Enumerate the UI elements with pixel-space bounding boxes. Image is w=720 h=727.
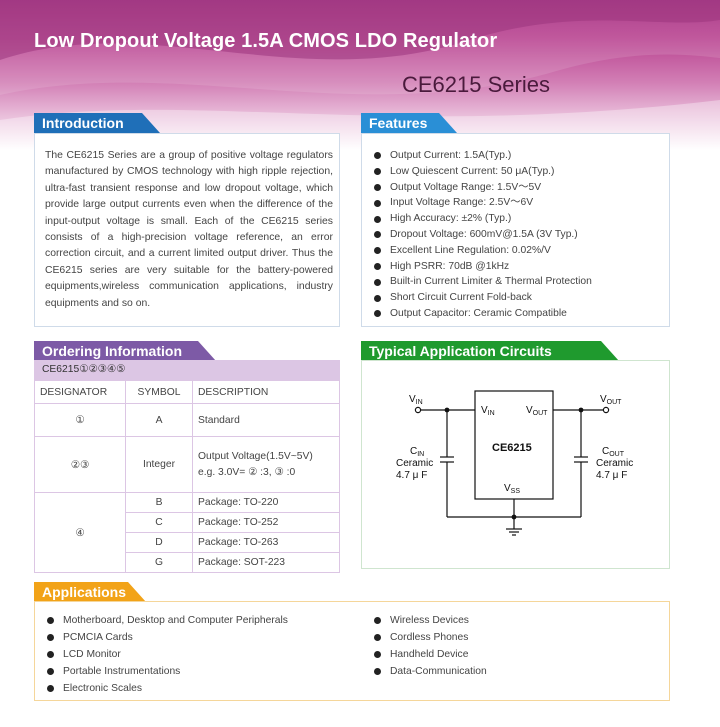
symbol-cell: B: [125, 492, 193, 513]
description-cell: Package: TO-263: [192, 532, 340, 553]
vin-label: VIN: [409, 394, 423, 406]
table-row: G Package: SOT-223: [35, 552, 340, 573]
ordering-panel: CE6215①②③④⑤ DESIGNATOR SYMBOL DESCRIPTIO…: [34, 360, 340, 573]
designator-cell: ②③: [34, 436, 126, 493]
list-item: High Accuracy: ±2% (Typ.): [374, 211, 592, 227]
list-item: Low Quiescent Current: 50 μA(Typ.): [374, 164, 592, 180]
introduction-tab-label: Introduction: [42, 115, 124, 131]
cin-label: CIN: [410, 446, 424, 458]
description-cell: Package: TO-252: [192, 512, 340, 533]
list-item: Excellent Line Regulation: 0.02%/V: [374, 243, 592, 259]
cout-value: 4.7 μ F: [596, 470, 627, 481]
vout-label: VOUT: [600, 394, 622, 406]
designator-cell: ④: [34, 492, 126, 573]
cin-type: Ceramic: [396, 458, 433, 469]
designator-cell: ①: [34, 403, 126, 437]
table-row: ④ B Package: TO-220: [34, 492, 340, 573]
list-item: Output Current: 1.5A(Typ.): [374, 148, 592, 164]
circuit-tab: Typical Application Circuits: [361, 341, 619, 361]
ordering-tab-arrow: [198, 341, 216, 361]
description-cell: Package: TO-220: [192, 492, 340, 513]
description-cell: Output Voltage(1.5V~5V) e.g. 3.0V= ② :3,…: [192, 436, 340, 493]
features-tab: Features: [361, 113, 457, 133]
page-title: Low Dropout Voltage 1.5A CMOS LDO Regula…: [34, 30, 498, 52]
list-item: Cordless Phones: [374, 629, 487, 646]
series-title: CE6215 Series: [402, 72, 550, 97]
circuit-tab-arrow: [601, 341, 619, 361]
circuit-tab-label: Typical Application Circuits: [369, 343, 552, 359]
applications-tab: Applications: [34, 582, 146, 602]
list-item: PCMCIA Cards: [47, 629, 288, 646]
list-item: LCD Monitor: [47, 646, 288, 663]
ordering-code: CE6215①②③④⑤: [34, 360, 340, 380]
features-tab-arrow: [439, 113, 457, 133]
ground-junction: [511, 514, 517, 520]
features-panel: Output Current: 1.5A(Typ.) Low Quiescent…: [361, 133, 670, 327]
applications-list-left: Motherboard, Desktop and Computer Periph…: [47, 612, 288, 697]
circuit-panel: VIN VOUT VIN VOUT VSS CE6215 CIN Ceramic…: [361, 360, 670, 569]
column-header-symbol: SYMBOL: [125, 380, 193, 404]
list-item: Handheld Device: [374, 646, 487, 663]
vin-junction: [444, 407, 450, 413]
vout-terminal: [602, 406, 610, 414]
ordering-tab-label: Ordering Information: [42, 343, 182, 359]
table-row: ②③ Integer Output Voltage(1.5V~5V) e.g. …: [34, 436, 340, 493]
pin-vout-label: VOUT: [526, 405, 548, 417]
list-item: Input Voltage Range: 2.5V～6V: [374, 195, 592, 211]
description-line: Output Voltage(1.5V~5V): [198, 450, 313, 462]
features-tab-label: Features: [369, 115, 428, 131]
applications-list-right: Wireless Devices Cordless Phones Handhel…: [374, 612, 487, 680]
pin-vin-label: VIN: [481, 405, 495, 417]
introduction-tab: Introduction: [34, 113, 160, 133]
cin-value: 4.7 μ F: [396, 470, 427, 481]
list-item: Data-Communication: [374, 663, 487, 680]
symbol-cell: D: [125, 532, 193, 553]
list-item: Motherboard, Desktop and Computer Periph…: [47, 612, 288, 629]
symbol-cell: Integer: [125, 436, 193, 493]
symbol-cell: A: [125, 403, 193, 437]
list-item: Built-in Current Limiter & Thermal Prote…: [374, 274, 592, 290]
description-cell: Standard: [192, 403, 340, 437]
features-list: Output Current: 1.5A(Typ.) Low Quiescent…: [374, 148, 592, 322]
introduction-tab-arrow: [142, 113, 160, 133]
list-item: Short Circuit Current Fold-back: [374, 290, 592, 306]
list-item: Wireless Devices: [374, 612, 487, 629]
ordering-tab: Ordering Information: [34, 341, 216, 361]
cout-label: COUT: [602, 446, 625, 458]
applications-tab-arrow: [128, 582, 146, 602]
list-item: Output Capacitor: Ceramic Compatible: [374, 306, 592, 322]
header-wave-decoration: [0, 0, 720, 150]
table-row: C Package: TO-252: [35, 512, 340, 533]
circuit-diagram: VIN VOUT VIN VOUT VSS CE6215 CIN Ceramic…: [396, 390, 633, 536]
list-item: Dropout Voltage: 600mV@1.5A (3V Typ.): [374, 227, 592, 243]
column-header-description: DESCRIPTION: [192, 380, 340, 404]
list-item: Electronic Scales: [47, 680, 288, 697]
symbol-cell: G: [125, 552, 193, 573]
introduction-panel: The CE6215 Series are a group of positiv…: [34, 133, 340, 327]
vout-junction: [578, 407, 584, 413]
applications-tab-label: Applications: [42, 584, 127, 600]
description-line: e.g. 3.0V= ② :3, ③ :0: [198, 466, 296, 478]
table-row: ① A Standard: [34, 403, 340, 437]
column-header-designator: DESIGNATOR: [34, 380, 126, 404]
vin-terminal: [414, 406, 422, 414]
introduction-text: The CE6215 Series are a group of positiv…: [45, 150, 333, 309]
applications-panel: Motherboard, Desktop and Computer Periph…: [34, 601, 670, 701]
symbol-cell: C: [125, 512, 193, 533]
list-item: Output Voltage Range: 1.5V～5V: [374, 180, 592, 196]
ordering-table: DESIGNATOR SYMBOL DESCRIPTION ① A Standa…: [34, 380, 340, 573]
cout-type: Ceramic: [596, 458, 633, 469]
chip-label: CE6215: [492, 442, 532, 454]
pin-vss-label: VSS: [504, 483, 520, 495]
description-cell: Package: SOT-223: [192, 552, 340, 573]
list-item: High PSRR: 70dB @1kHz: [374, 259, 592, 275]
list-item: Portable Instrumentations: [47, 663, 288, 680]
table-header-row: DESIGNATOR SYMBOL DESCRIPTION: [34, 380, 340, 404]
